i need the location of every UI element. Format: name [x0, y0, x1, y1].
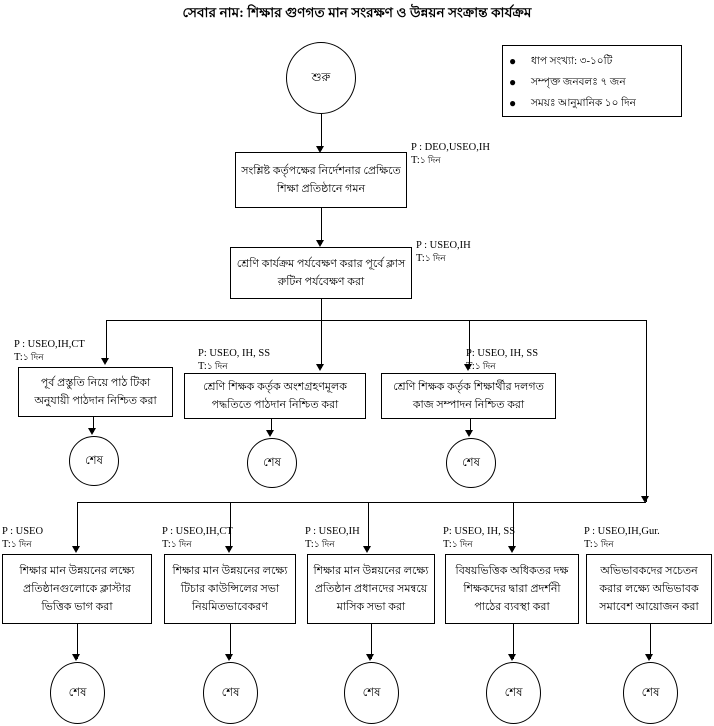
annotation-performer: P: USEO, IH, SS	[443, 526, 516, 537]
arrowhead-icon	[266, 430, 274, 437]
annotation-performer: P : DEO,USEO,IH	[411, 142, 490, 153]
annotation-performer: P: USEO, IH, SS	[198, 348, 271, 359]
info-item: ● ধাপ সংখ্যা: ৩-১০টি	[509, 51, 677, 72]
annotation-step9: P: USEO, IH, SS T:১ দিন	[443, 525, 515, 551]
branch-bus-row4	[77, 502, 646, 503]
connector-bus-step7	[230, 502, 231, 550]
connector-step4-end2	[271, 419, 272, 434]
annotation-time: T:১ দিন	[305, 539, 335, 550]
end-node-7: শেষ	[486, 662, 541, 724]
end-node-6: শেষ	[344, 662, 399, 724]
process-node-step4: শ্রেণি শিক্ষক কর্তৃক অংশগ্রহণমূলক পদ্ধতি…	[184, 373, 366, 419]
connector-step5-end3	[470, 419, 471, 434]
arrowhead-icon	[508, 546, 516, 553]
connector-step9-end7	[513, 624, 514, 659]
connector-bus-step6	[77, 502, 78, 550]
end-node-8: শেষ	[623, 662, 678, 724]
annotation-performer: P : USEO,IH,CT	[14, 339, 85, 350]
start-node: শুরু	[286, 42, 356, 114]
annotation-performer: P : USEO,IH	[416, 240, 471, 251]
bullet-icon: ●	[509, 96, 517, 110]
annotation-step5: P: USEO, IH, SS T:১ দিন	[466, 347, 538, 373]
info-item-label: সময়ঃ আনুমানিক ১০ দিন	[531, 98, 636, 109]
connector-step3-end1	[93, 417, 94, 432]
process-node-step7: শিক্ষার মান উন্নয়নের লক্ষ্যে টিচার কাউন…	[164, 554, 296, 624]
arrowhead-icon	[225, 546, 233, 553]
arrowhead-icon	[316, 146, 324, 153]
bullet-icon: ●	[509, 75, 517, 89]
annotation-performer: P : USEO	[2, 526, 44, 537]
connector-step1-step2	[321, 208, 322, 244]
annotation-performer: P : USEO,IH,CT	[162, 526, 233, 537]
arrowhead-icon	[464, 364, 472, 371]
arrowhead-icon	[363, 546, 371, 553]
connector-bus-step8	[368, 502, 369, 550]
annotation-time: T:১ দিন	[14, 352, 44, 363]
connector-step7-end5	[230, 624, 231, 659]
annotation-step4: P: USEO, IH, SS T:১ দিন	[198, 347, 270, 373]
process-node-step10: অভিভাবকদের সচেতন করার লক্ষ্যে অভিভাবক সম…	[586, 554, 712, 624]
arrowhead-icon	[508, 654, 516, 661]
end-node-1: শেষ	[69, 436, 119, 486]
arrowhead-icon	[645, 654, 653, 661]
connector-bus-step4	[321, 320, 322, 368]
process-node-step5: শ্রেণি শিক্ষক কর্তৃক শিক্ষার্থীর দলগত কা…	[381, 373, 556, 419]
info-item-label: সম্পৃক্ত জনবলঃ ৭ জন	[531, 77, 626, 88]
annotation-step6: P : USEO T:১ দিন	[2, 525, 43, 551]
annotation-time: T:১ দিন	[443, 539, 473, 550]
arrowhead-icon	[72, 654, 80, 661]
arrowhead-icon	[72, 546, 80, 553]
connector-start-step1	[321, 114, 322, 150]
branch-bus-row3	[106, 320, 646, 321]
process-node-step8: শিক্ষার মান উন্নয়নের লক্ষ্যে প্রতিষ্ঠান…	[307, 554, 435, 624]
end-node-3: শেষ	[446, 438, 496, 488]
arrowhead-icon	[316, 364, 324, 371]
connector-bus-row4	[646, 320, 647, 502]
connector-bus-step9	[513, 502, 514, 550]
connector-step6-end4	[77, 624, 78, 659]
connector-bus-step5	[469, 320, 470, 368]
annotation-step8: P : USEO,IH T:১ দিন	[305, 525, 360, 551]
arrowhead-icon	[225, 654, 233, 661]
process-node-step3: পূর্ব প্রস্তুতি নিয়ে পাঠ টিকা অনুযায়ী …	[18, 367, 173, 417]
arrowhead-icon	[366, 654, 374, 661]
arrowhead-icon	[316, 240, 324, 247]
end-node-4: শেষ	[50, 662, 105, 724]
annotation-time: T:১ দিন	[416, 253, 446, 264]
arrowhead-icon	[641, 496, 649, 503]
info-item-label: ধাপ সংখ্যা: ৩-১০টি	[531, 56, 613, 67]
annotation-time: T:১ দিন	[198, 361, 228, 372]
end-node-2: শেষ	[247, 438, 297, 488]
annotation-performer: P : USEO,IH,Gur.	[584, 526, 660, 537]
connector-step8-end6	[371, 624, 372, 659]
arrowhead-icon	[88, 428, 96, 435]
connector-step10-end8	[650, 624, 651, 659]
arrowhead-icon	[465, 430, 473, 437]
annotation-step7: P : USEO,IH,CT T:১ দিন	[162, 525, 233, 551]
process-node-step9: বিষয়ভিত্তিক অধিকতর দক্ষ শিক্ষকদের দ্বার…	[445, 554, 579, 624]
annotation-step1: P : DEO,USEO,IH T:১ দিন	[411, 141, 490, 167]
annotation-performer: P: USEO, IH, SS	[466, 348, 539, 359]
annotation-performer: P : USEO,IH	[305, 526, 360, 537]
process-node-step1: সংশ্লিষ্ট কর্তৃপক্ষের নির্দেশনার প্রেক্ষ…	[235, 152, 407, 208]
info-item: ● সম্পৃক্ত জনবলঃ ৭ জন	[509, 72, 677, 93]
arrowhead-icon	[101, 358, 109, 365]
info-item: ● সময়ঃ আনুমানিক ১০ দিন	[509, 93, 677, 114]
annotation-time: T:১ দিন	[584, 539, 614, 550]
annotation-time: T:১ দিন	[411, 155, 441, 166]
annotation-time: T:১ দিন	[466, 361, 496, 372]
process-node-step6: শিক্ষার মান উন্নয়নের লক্ষ্যে প্রতিষ্ঠান…	[2, 554, 152, 624]
end-node-5: শেষ	[203, 662, 258, 724]
process-node-step2: শ্রেণি কার্যক্রম পর্যবেক্ষণ করার পূর্বে …	[230, 247, 412, 299]
connector-bus-step3	[106, 320, 107, 362]
annotation-time: T:১ দিন	[2, 539, 32, 550]
page-title: সেবার নাম: শিক্ষার গুণগত মান সংরক্ষণ ও উ…	[182, 5, 532, 20]
annotation-time: T:১ দিন	[162, 539, 192, 550]
annotation-step2: P : USEO,IH T:১ দিন	[416, 239, 471, 265]
summary-info-box: ● ধাপ সংখ্যা: ৩-১০টি ● সম্পৃক্ত জনবলঃ ৭ …	[502, 45, 682, 117]
connector-step2-bus	[321, 299, 322, 320]
bullet-icon: ●	[509, 54, 517, 68]
annotation-step3: P : USEO,IH,CT T:১ দিন	[14, 338, 85, 364]
annotation-step10: P : USEO,IH,Gur. T:১ দিন	[584, 525, 660, 551]
